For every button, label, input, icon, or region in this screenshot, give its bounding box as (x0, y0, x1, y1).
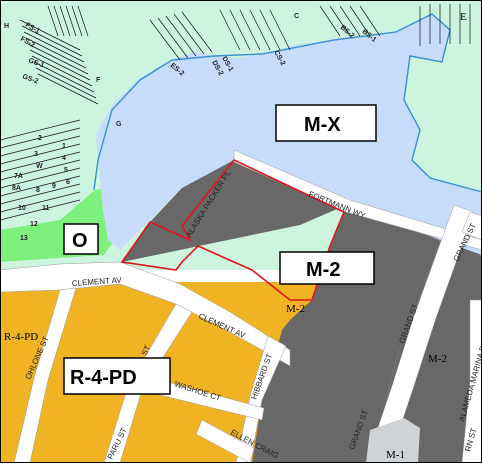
zone-label-e: E (460, 11, 467, 23)
pier-label-5: 5 (64, 167, 68, 174)
pier-label-3: 3 (34, 151, 38, 158)
pier-label-7a: 7A (14, 173, 23, 180)
pier-label-10: 10 (18, 205, 26, 212)
pier-label-4: 4 (62, 155, 66, 162)
zone-label-r4pd: R-4-PD (70, 367, 137, 389)
zone-box-mx: M-X (275, 104, 377, 142)
pier-label-2: 2 (38, 135, 42, 142)
road-grand-st-north (461, 211, 482, 241)
zone-label-m2-small-a: M-2 (286, 303, 305, 315)
pier-label-8: 8 (36, 187, 40, 194)
industrial-area-m2 (122, 160, 440, 463)
zone-label-r4pd-small: R-4-PD (4, 331, 38, 343)
zone-label-m2-small-b: M-2 (428, 353, 447, 365)
pier-label-13: 13 (20, 235, 28, 242)
pier-label-g: G (116, 121, 122, 128)
pier-label-c: C (294, 13, 299, 20)
zone-box-m2: M-2 (279, 251, 375, 285)
zone-box-r4pd: R-4-PD (63, 357, 171, 395)
pier-label-f: F (96, 77, 101, 84)
zone-box-o: O (63, 223, 99, 255)
street-clement-av-1: CLEMENT AV (72, 275, 123, 288)
pier-label-11: 11 (42, 205, 50, 212)
zone-label-mx: M-X (304, 114, 341, 136)
pier-label-w: W (36, 163, 43, 170)
zone-label-m1: M-1 (386, 449, 405, 461)
road-fortmann-wy (233, 149, 482, 251)
pier-label-6: 6 (66, 179, 70, 186)
shoreline (93, 13, 482, 193)
pier-label-12: 12 (30, 221, 38, 228)
zone-label-m2: M-2 (306, 259, 340, 281)
pier-label-h: H (4, 23, 9, 30)
zone-label-o: O (72, 230, 88, 252)
road-clement-av (0, 261, 291, 367)
marina-piers (0, 4, 471, 221)
m1-area (366, 418, 420, 463)
pier-label-1: 1 (62, 143, 66, 150)
street-st-partial: ST (140, 344, 153, 357)
pier-label-8a: 8A (12, 185, 21, 192)
pier-label-9: 9 (52, 183, 56, 190)
